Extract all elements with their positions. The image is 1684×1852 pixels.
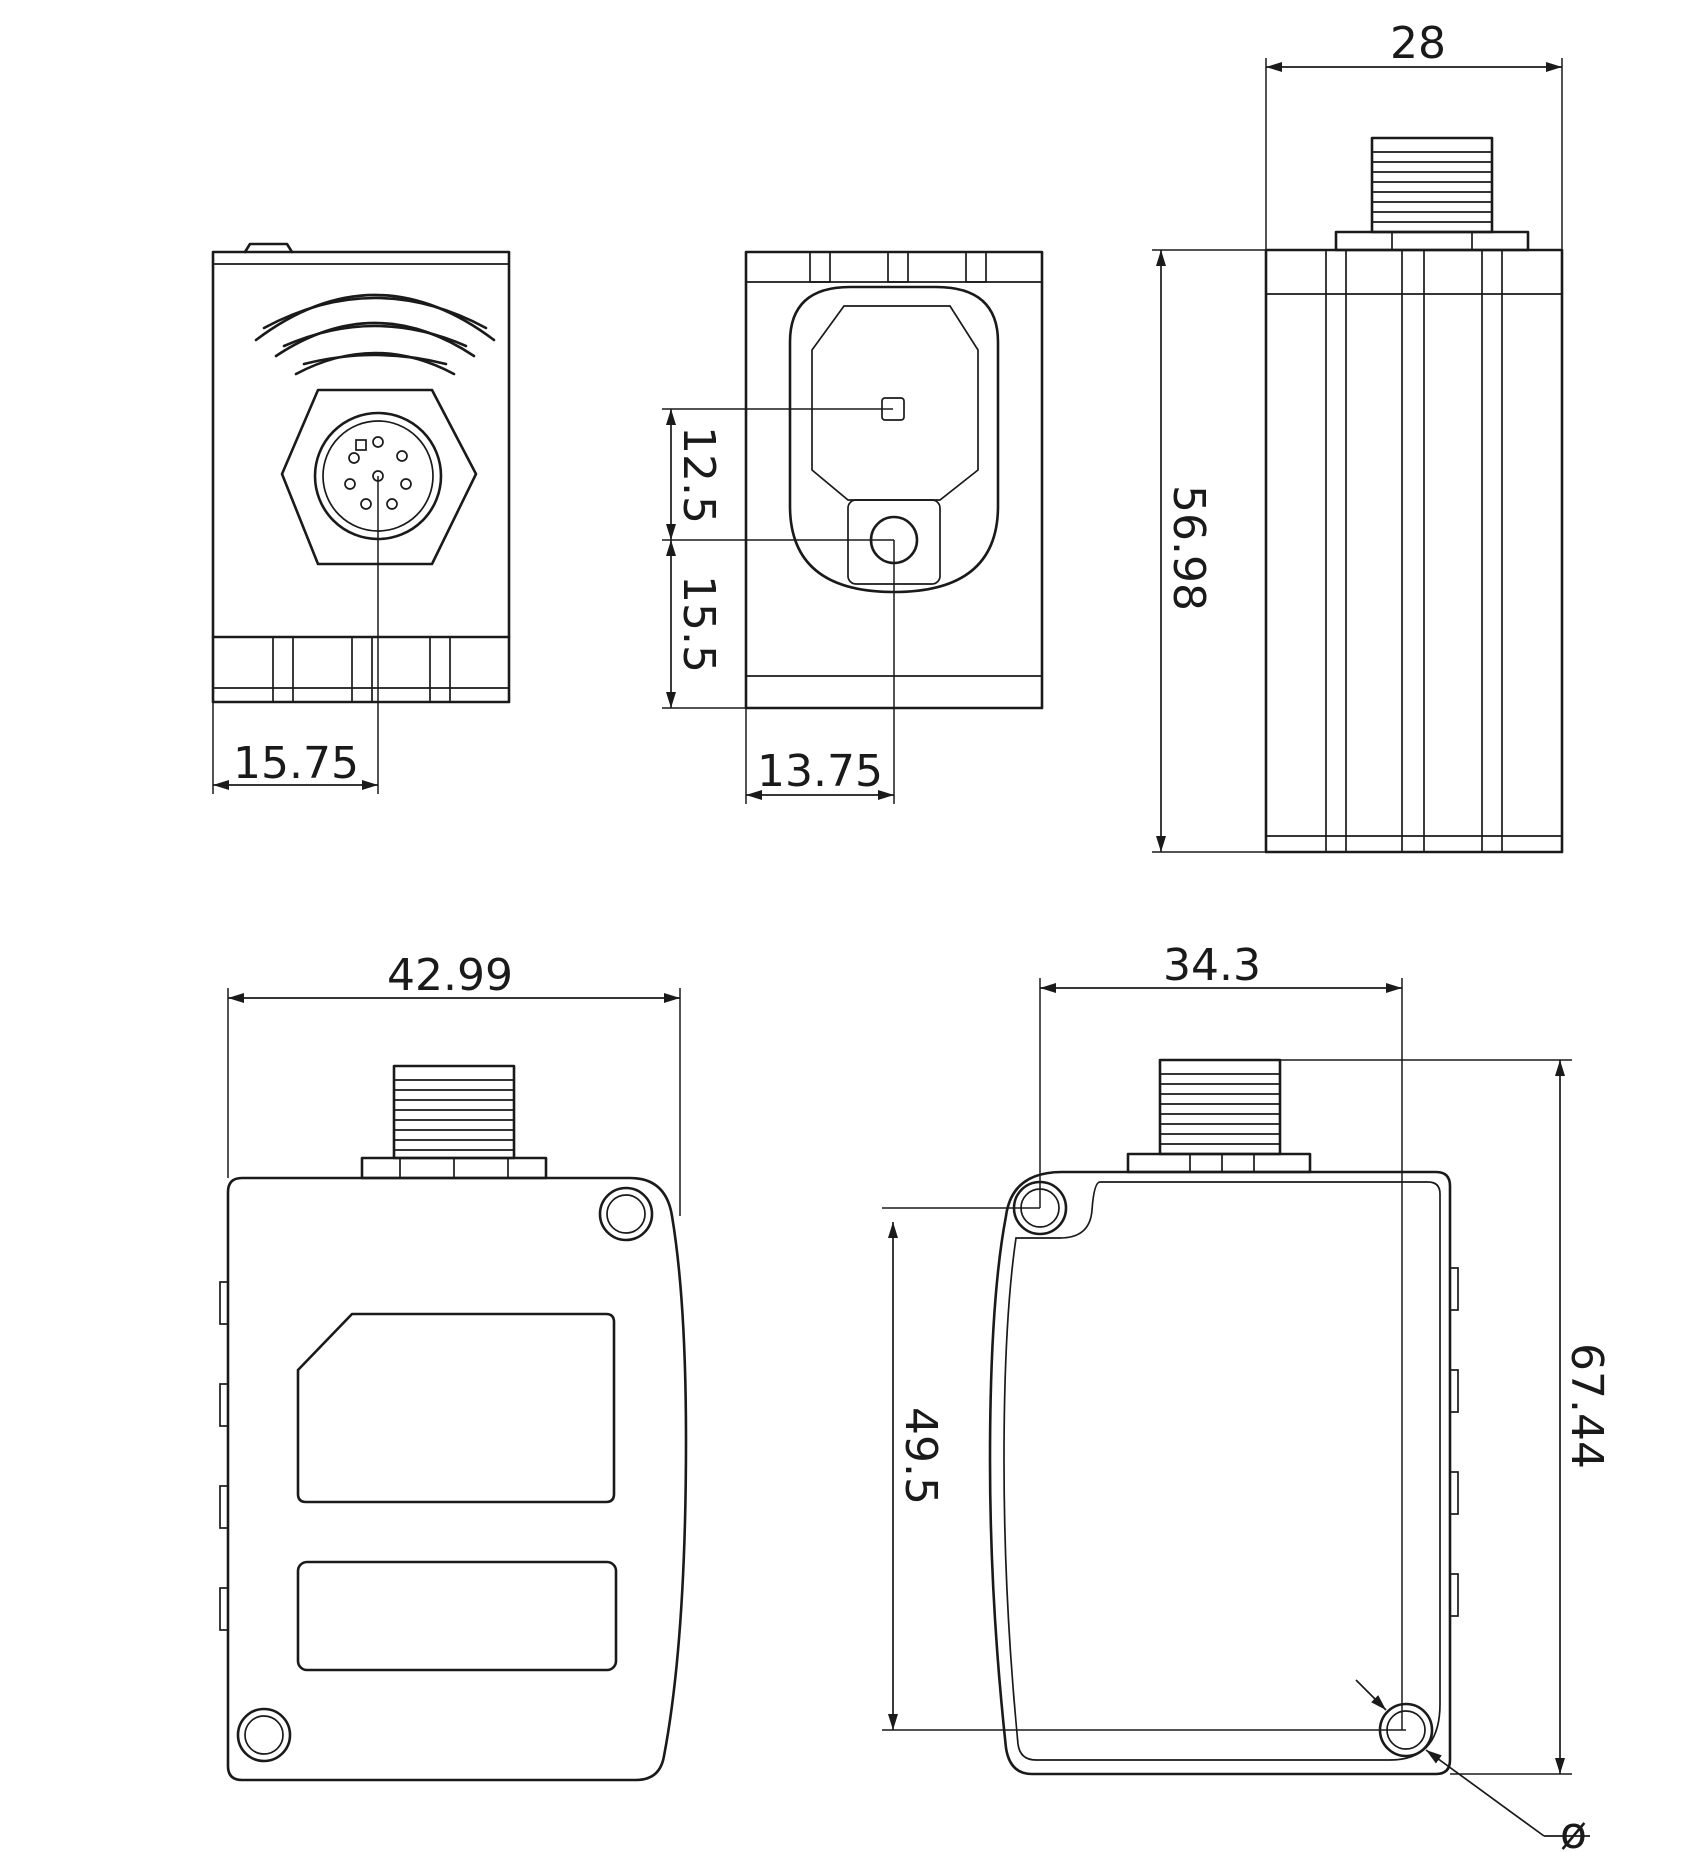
dim-lens-spacing-lower: 15.5 (673, 575, 724, 673)
back-mounting-view: 34.3 49.5 67.44 ø (882, 940, 1612, 1852)
front-connector-icon (360, 1064, 548, 1180)
lens-face-view: 12.5 15.5 13.75 (662, 250, 1044, 804)
dim-top-width: 28 (1390, 18, 1446, 69)
label-window (296, 1560, 618, 1672)
back-connector-icon (1126, 1058, 1312, 1174)
dim-hole-spacing-vertical: 49.5 (895, 1407, 946, 1505)
wireless-signal-icon (254, 293, 496, 376)
label-window (296, 1312, 616, 1504)
dim-hole-diameter: ø (1560, 1808, 1587, 1852)
dim-body-width: 42.99 (387, 950, 513, 1001)
mounting-hole-icon (598, 1186, 654, 1242)
mounting-hole-icon (236, 1707, 292, 1763)
dim-front-connector-offset: 15.75 (233, 738, 359, 789)
dim-hole-spacing-horizontal: 34.3 (1163, 940, 1261, 991)
m12-connector-icon (280, 388, 478, 566)
dim-side-height: 56.98 (1163, 485, 1214, 611)
dim-bottom-lens-offset: 13.75 (757, 746, 883, 797)
connector-face-view: 15.75 (211, 242, 511, 794)
dim-lens-spacing-upper: 12.5 (673, 426, 724, 524)
connector-thread-icon (1334, 136, 1530, 252)
dim-overall-height: 67.44 (1561, 1343, 1612, 1469)
side-profile-view: 28 56.98 (1152, 18, 1564, 854)
front-label-view: 42.99 (219, 950, 688, 1782)
